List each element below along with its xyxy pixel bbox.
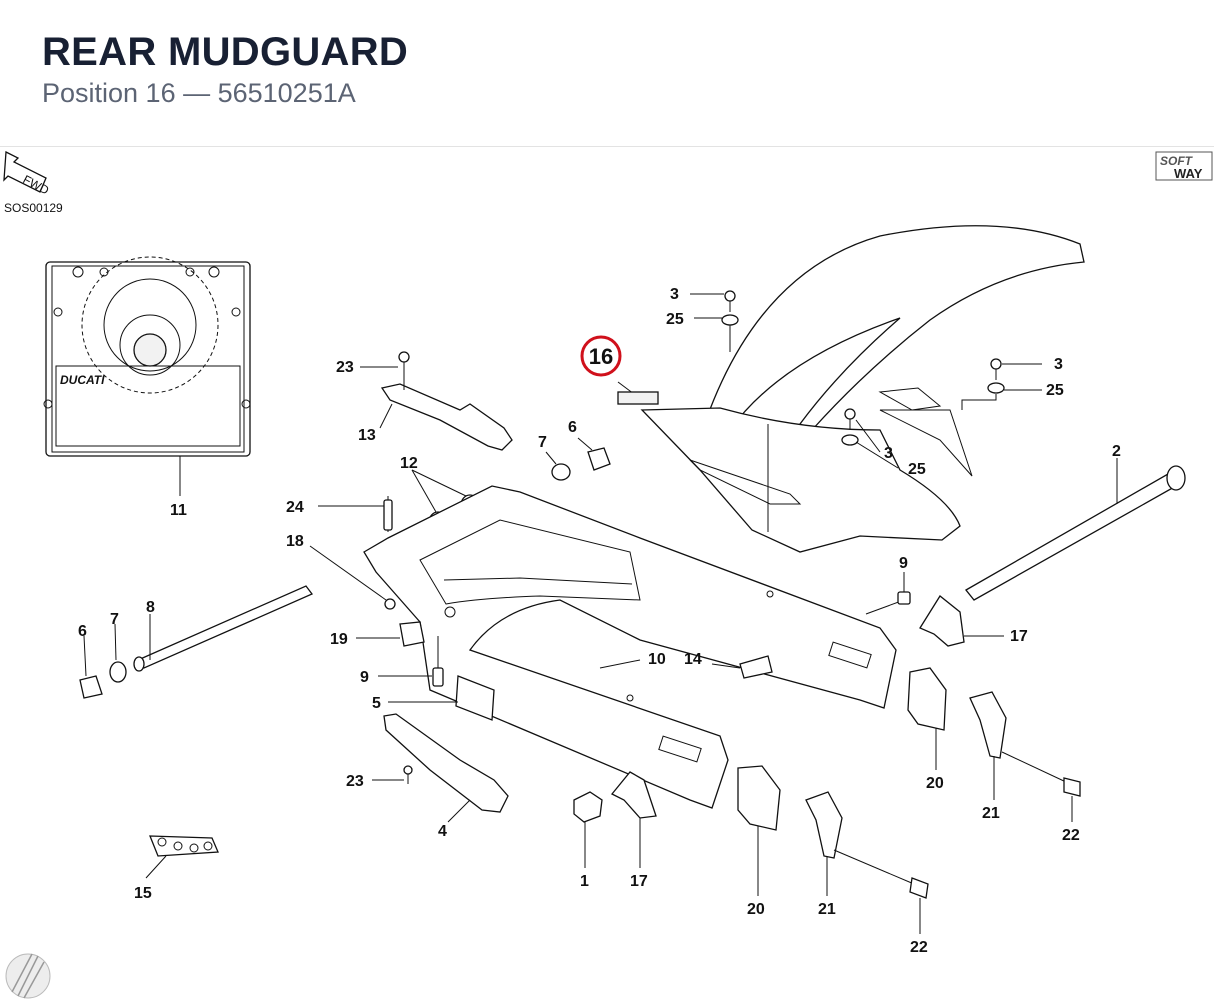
part-15-chain-link (149, 835, 219, 857)
part-25-washer-right (987, 382, 1005, 394)
part-9-bolt-left (432, 636, 444, 687)
part-21-block-lower (805, 791, 843, 859)
callout-3-mid: 3 (884, 445, 893, 462)
callout-6-upper: 6 (568, 419, 577, 436)
callout-25-top: 25 (666, 311, 684, 328)
part-13-chain-guide (380, 383, 513, 451)
part-3-screw-top (724, 290, 736, 312)
callout-20-right: 20 (926, 775, 944, 792)
callout-21-lower: 21 (818, 901, 836, 918)
callout-17-lower: 17 (630, 873, 648, 890)
callout-12: 12 (400, 455, 418, 472)
callout-6-left: 6 (78, 623, 87, 640)
highlight-label: 16 (589, 344, 613, 369)
callout-25-right: 25 (1046, 382, 1064, 399)
part-16-tag (617, 391, 659, 405)
part-22-bolt-lower (833, 849, 929, 899)
part-16-rear-mudguard (640, 225, 1085, 553)
logo-bottom-text: WAY (1174, 166, 1203, 181)
callout-22-right: 22 (1062, 827, 1080, 844)
part-23-bolt-lower (403, 765, 413, 784)
part-7-ring-left (109, 661, 127, 683)
page-subtitle: Position 16 — 56510251A (42, 78, 356, 108)
part-10-swingarm (363, 485, 897, 809)
callout-14: 14 (684, 651, 702, 668)
part-20-adjuster-lower (737, 765, 781, 831)
fwd-arrow-icon: FWD (3, 150, 52, 198)
header-divider (0, 146, 1214, 147)
part-6-plug-upper (587, 447, 611, 471)
callout-23-lower: 23 (346, 773, 364, 790)
callout-21-right: 21 (982, 805, 1000, 822)
callout-24: 24 (286, 499, 304, 516)
part-2-rear-axle (965, 465, 1186, 601)
callout-1: 1 (580, 873, 589, 890)
part-7-ring-upper (551, 463, 571, 481)
callout-8: 8 (146, 599, 155, 616)
part-19-plug (399, 621, 425, 647)
part-14-pin (739, 655, 773, 679)
callout-11: 11 (170, 502, 187, 519)
part-3-screw-right (990, 358, 1002, 380)
callout-labels: 11 23 13 12 7 6 24 18 19 9 5 23 4 8 7 6 … (78, 286, 1121, 956)
callout-19: 19 (330, 631, 348, 648)
callout-13: 13 (358, 427, 376, 444)
softway-logo: SOFT WAY (1155, 151, 1213, 181)
part-6-plug-left (79, 675, 103, 699)
callout-20-lower: 20 (747, 901, 765, 918)
callout-4: 4 (438, 823, 447, 840)
callout-18: 18 (286, 533, 304, 550)
ducati-mark: DUCATI (60, 373, 105, 387)
callout-23-upper: 23 (336, 359, 354, 376)
callout-3-right: 3 (1054, 356, 1063, 373)
part-25-washer-top (721, 314, 739, 326)
callout-2: 2 (1112, 443, 1121, 460)
part-11-cover-plate: DUCATI (43, 256, 251, 457)
part-9-bolt-right (865, 591, 911, 615)
page-header: REAR MUDGUARD Position 16 — 56510251A (42, 28, 408, 110)
part-22-bolt-right (1001, 751, 1081, 797)
highlight-callout-16: 16 (580, 335, 622, 377)
callout-25-mid: 25 (908, 461, 926, 478)
part-1-nut (573, 791, 603, 823)
callout-3-top: 3 (670, 286, 679, 303)
callout-9-left: 9 (360, 669, 369, 686)
part-5-pad (455, 675, 495, 721)
part-25-washer-mid (841, 434, 859, 446)
callout-5: 5 (372, 695, 381, 712)
part-20-adjuster-right (907, 667, 947, 731)
callout-10: 10 (648, 651, 666, 668)
part-18-nut (384, 598, 396, 610)
fwd-label: FWD (21, 172, 52, 197)
part-17-bracket-lower (610, 771, 657, 819)
part-17-bracket-right (919, 595, 965, 647)
corner-mark-icon (5, 953, 51, 999)
part-8-pivot-axle (133, 585, 314, 672)
part-21-block-right (969, 691, 1007, 759)
callout-7-left: 7 (110, 611, 119, 628)
logo-top-text: SOFT (1160, 154, 1194, 168)
diagram-code: SOS00129 (4, 201, 63, 215)
callout-22-lower: 22 (910, 939, 928, 956)
part-3-screw-mid (844, 408, 856, 430)
callout-17-right: 17 (1010, 628, 1028, 645)
callout-9-right: 9 (899, 555, 908, 572)
callout-15: 15 (134, 885, 152, 902)
page-title: REAR MUDGUARD (42, 30, 409, 74)
part-4-chain-guide-lower (383, 713, 509, 813)
part-23-bolt-upper (398, 351, 410, 390)
part-24-bolt (383, 496, 393, 532)
callout-7-upper: 7 (538, 434, 547, 451)
